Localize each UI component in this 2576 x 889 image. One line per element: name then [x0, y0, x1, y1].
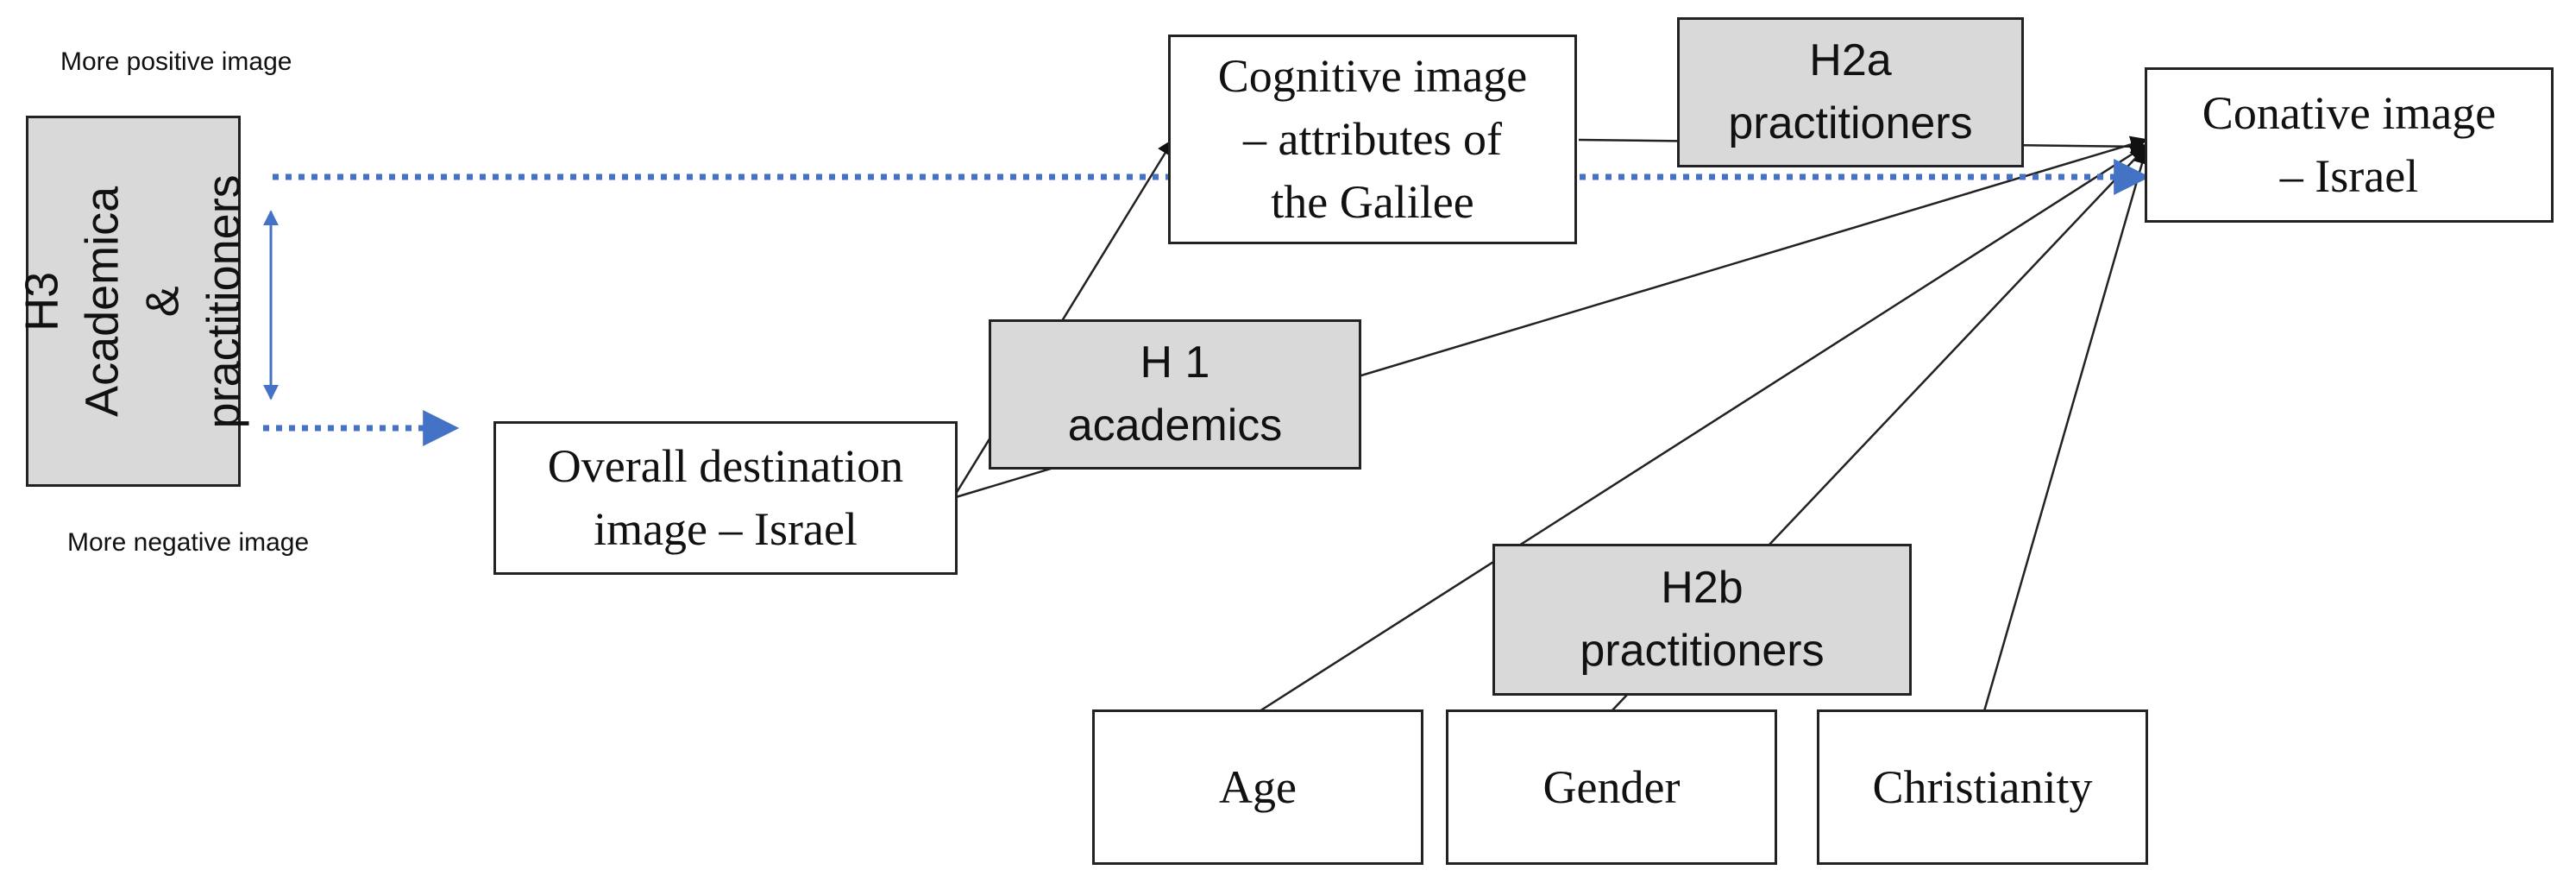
node-cognitive-image: Cognitive image – attributes of the Gali…	[1168, 35, 1577, 244]
node-overall-destination-image: Overall destination image – Israel	[493, 421, 958, 575]
hypothesis-h2b: H2b practitioners	[1492, 544, 1912, 696]
arrow-age-to-conative	[1259, 143, 2148, 713]
h3-label: H3 Academica & practitioners	[16, 173, 250, 429]
node-christianity: Christianity	[1817, 709, 2148, 865]
node-gender: Gender	[1446, 709, 1777, 865]
arrow-christianity-to-conative	[1982, 147, 2151, 712]
note-more-positive: More positive image	[60, 47, 292, 76]
node-conative-image: Conative image – Israel	[2145, 67, 2554, 223]
node-age: Age	[1092, 709, 1423, 865]
h3-box: H3 Academica & practitioners	[16, 116, 250, 487]
hypothesis-h2a: H2a practitioners	[1677, 17, 2024, 167]
hypothesis-h1: H 1 academics	[989, 319, 1361, 470]
note-more-negative: More negative image	[67, 528, 310, 557]
